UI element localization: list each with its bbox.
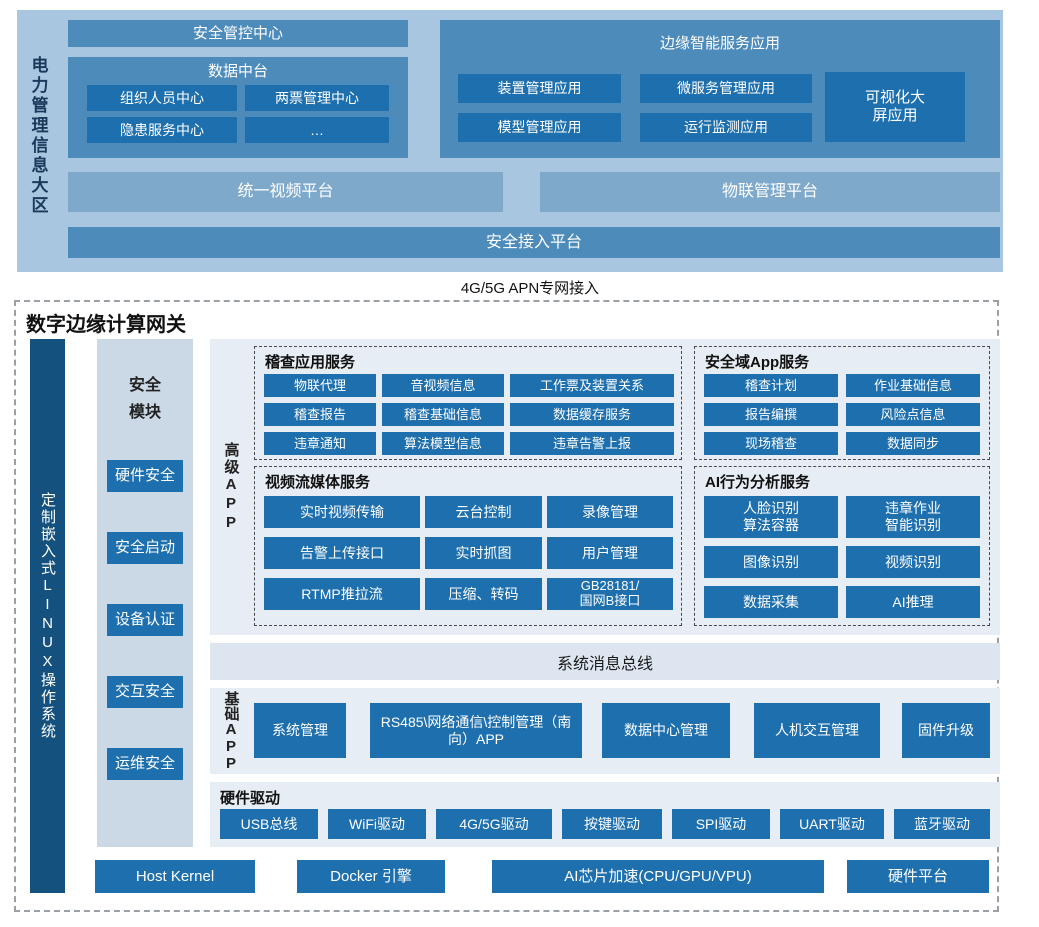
security-domain-service-item: 数据同步 (846, 432, 980, 455)
security-module-item: 运维安全 (107, 748, 183, 780)
gateway-title: 数字边缘计算网关 (26, 314, 186, 336)
inspection-service-item: 物联代理 (264, 374, 376, 397)
basic-app-section: 基础APP 系统管理 RS485\网络通信\控制管理（南向）APP 数据中心管理… (210, 688, 1000, 774)
ai-service-item: 人脸识别算法容器 (704, 496, 838, 538)
inspection-service-item: 稽查基础信息 (382, 403, 504, 426)
video-streaming-item: 实时视频传输 (264, 496, 420, 528)
video-streaming-services-group: 视频流媒体服务 实时视频传输 云台控制 录像管理 告警上传接口 实时抓图 用户管… (254, 466, 682, 626)
basic-app-item: 人机交互管理 (754, 703, 880, 758)
hardware-driver-section: 硬件驱动 USB总线 WiFi驱动 4G/5G驱动 按键驱动 SPI驱动 UAR… (210, 782, 1000, 847)
security-domain-service-item: 稽查计划 (704, 374, 838, 397)
edge-app-item: 模型管理应用 (458, 113, 621, 142)
security-access-platform-bar: 安全接入平台 (68, 227, 1000, 258)
security-module-item: 交互安全 (107, 676, 183, 708)
data-platform-item: 组织人员中心 (87, 85, 237, 111)
data-platform-item-ellipsis: … (245, 117, 389, 143)
hardware-driver-item: WiFi驱动 (328, 809, 426, 839)
security-domain-service-item: 现场稽查 (704, 432, 838, 455)
data-middle-platform-panel: 数据中台 组织人员中心 两票管理中心 隐患服务中心 … (68, 57, 408, 158)
hardware-driver-item: SPI驱动 (672, 809, 770, 839)
hardware-driver-item: 蓝牙驱动 (894, 809, 990, 839)
inspection-service-item: 算法模型信息 (382, 432, 504, 455)
ai-service-item: 图像识别 (704, 546, 838, 578)
video-streaming-item: GB28181/国网B接口 (547, 578, 673, 610)
video-streaming-item: 录像管理 (547, 496, 673, 528)
edge-apps-panel: 边缘智能服务应用 装置管理应用 微服务管理应用 模型管理应用 运行监测应用 可视… (440, 20, 1000, 158)
ai-analysis-services-title: AI行为分析服务 (705, 474, 811, 491)
docker-engine-box: Docker 引擎 (297, 860, 445, 893)
basic-app-item: 系统管理 (254, 703, 346, 758)
ai-service-item: 数据采集 (704, 586, 838, 618)
unified-video-platform-bar: 统一视频平台 (68, 172, 503, 212)
security-domain-service-item: 报告编撰 (704, 403, 838, 426)
ai-chip-acceleration-box: AI芯片加速(CPU/GPU/VPU) (492, 860, 824, 893)
inspection-service-item: 数据缓存服务 (510, 403, 674, 426)
inspection-services-title: 稽查应用服务 (265, 354, 356, 371)
edge-apps-title: 边缘智能服务应用 (659, 34, 780, 52)
video-streaming-services-title: 视频流媒体服务 (265, 474, 371, 491)
ai-service-item: AI推理 (846, 586, 980, 618)
system-message-bus-bar: 系统消息总线 (210, 643, 1000, 680)
video-streaming-item: 压缩、转码 (425, 578, 542, 610)
security-domain-service-item: 作业基础信息 (846, 374, 980, 397)
embedded-os-strip: 定制嵌入式LINUX操作系统 (30, 339, 65, 893)
security-module-item: 硬件安全 (107, 460, 183, 492)
video-streaming-item: 用户管理 (547, 537, 673, 569)
inspection-service-item: 稽查报告 (264, 403, 376, 426)
hardware-driver-item: USB总线 (220, 809, 318, 839)
hardware-platform-box: 硬件平台 (847, 860, 989, 893)
security-control-center-bar: 安全管控中心 (68, 20, 408, 47)
power-zone: 电力管理信息大区 安全管控中心 数据中台 组织人员中心 两票管理中心 隐患服务中… (17, 10, 1003, 272)
hardware-driver-item: 按键驱动 (562, 809, 662, 839)
edge-app-item: 微服务管理应用 (640, 74, 812, 103)
data-platform-item: 两票管理中心 (245, 85, 389, 111)
edge-app-item: 装置管理应用 (458, 74, 621, 103)
power-zone-label: 电力管理信息大区 (28, 55, 48, 216)
security-domain-service-item: 风险点信息 (846, 403, 980, 426)
hardware-driver-item: 4G/5G驱动 (436, 809, 552, 839)
inspection-service-item: 工作票及装置关系 (510, 374, 674, 397)
video-streaming-item: RTMP推拉流 (264, 578, 420, 610)
iot-management-platform-bar: 物联管理平台 (540, 172, 1000, 212)
security-domain-services-title: 安全域App服务 (705, 354, 810, 371)
security-module-item: 设备认证 (107, 604, 183, 636)
data-middle-platform-title: 数据中台 (207, 62, 268, 80)
basic-app-item: 数据中心管理 (602, 703, 730, 758)
security-domain-services-group: 安全域App服务 稽查计划 作业基础信息 报告编撰 风险点信息 现场稽查 数据同… (694, 346, 990, 460)
security-module-item: 安全启动 (107, 532, 183, 564)
basic-app-label: 基础APP (222, 690, 240, 772)
hardware-driver-title: 硬件驱动 (220, 790, 281, 807)
advanced-app-label: 高级APP (222, 441, 240, 533)
edge-gateway-panel: 数字边缘计算网关 定制嵌入式LINUX操作系统 安全模块 硬件安全 安全启动 设… (14, 300, 1000, 912)
inspection-service-item: 违章通知 (264, 432, 376, 455)
security-module-column: 安全模块 硬件安全 安全启动 设备认证 交互安全 运维安全 (97, 339, 193, 847)
ai-service-item: 违章作业智能识别 (846, 496, 980, 538)
apn-connector-label: 4G/5G APN专网接入 (460, 279, 600, 297)
ai-service-item: 视频识别 (846, 546, 980, 578)
hardware-driver-item: UART驱动 (780, 809, 884, 839)
inspection-service-item: 音视频信息 (382, 374, 504, 397)
edge-app-item: 运行监测应用 (640, 113, 812, 142)
security-module-title: 安全模块 (128, 376, 161, 421)
inspection-services-group: 稽查应用服务 物联代理 音视频信息 工作票及装置关系 稽查报告 稽查基础信息 数… (254, 346, 682, 460)
advanced-app-section: 高级APP 稽查应用服务 物联代理 音视频信息 工作票及装置关系 稽查报告 稽查… (210, 339, 1000, 635)
data-platform-item: 隐患服务中心 (87, 117, 237, 143)
video-streaming-item: 云台控制 (425, 496, 542, 528)
inspection-service-item: 违章告警上报 (510, 432, 674, 455)
video-streaming-item: 告警上传接口 (264, 537, 420, 569)
video-streaming-item: 实时抓图 (425, 537, 542, 569)
basic-app-item: 固件升级 (902, 703, 990, 758)
ai-analysis-services-group: AI行为分析服务 人脸识别算法容器 违章作业智能识别 图像识别 视频识别 数据采… (694, 466, 990, 626)
host-kernel-box: Host Kernel (95, 860, 255, 893)
big-screen-app: 可视化大屏应用 (825, 72, 965, 142)
basic-app-item: RS485\网络通信\控制管理（南向）APP (370, 703, 582, 758)
